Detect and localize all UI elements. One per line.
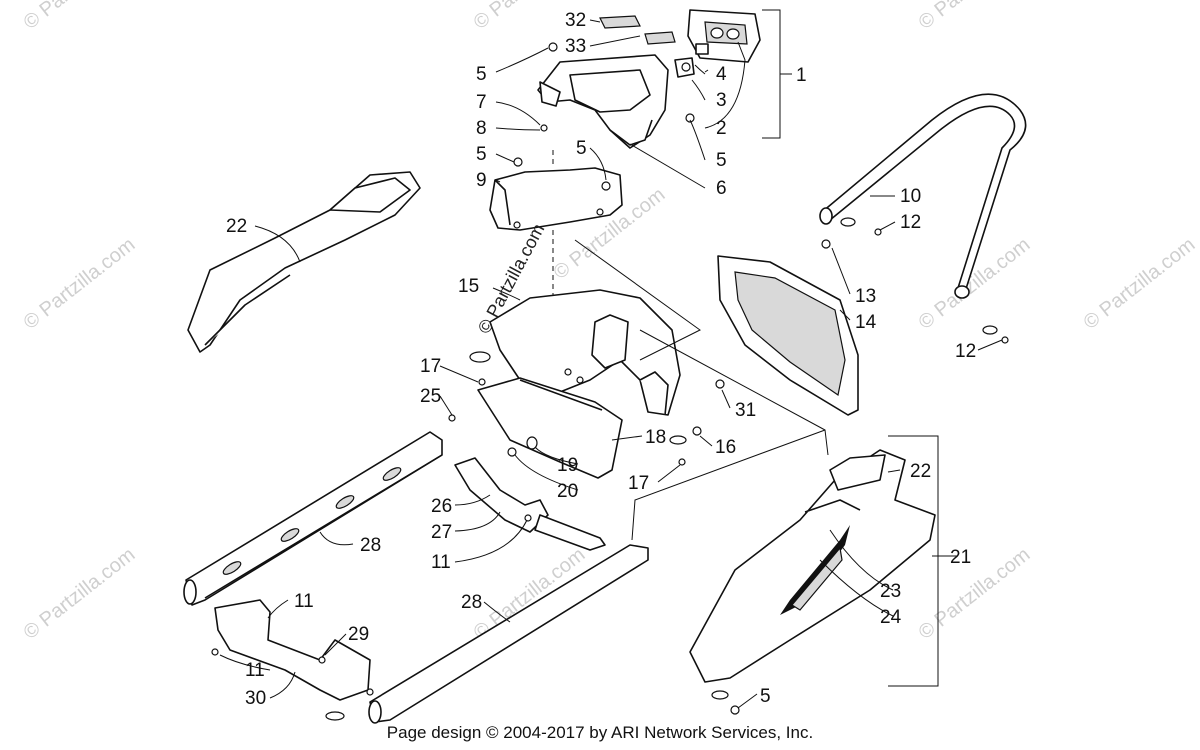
callout-22: 22 (910, 461, 931, 482)
callout-1: 1 (796, 65, 807, 86)
callout-33: 33 (565, 36, 586, 57)
reflector-pads (599, 15, 676, 45)
callout-11: 11 (431, 552, 451, 573)
callout-15: 15 (458, 276, 479, 297)
callout-5: 5 (476, 64, 487, 85)
callout-8: 8 (476, 118, 487, 139)
callout-5: 5 (576, 138, 587, 159)
watermark-text: © Partzilla.com (20, 234, 140, 334)
callout-28: 28 (360, 535, 381, 556)
callout-18: 18 (645, 427, 666, 448)
watermark-text: © Partzilla.com (915, 544, 1035, 644)
callout-2: 2 (716, 118, 727, 139)
grab-bar (819, 93, 1027, 299)
callout-5: 5 (476, 144, 487, 165)
callout-17: 17 (420, 356, 441, 377)
bracket-lower (214, 599, 371, 701)
watermark-text: © Partzilla.com (20, 544, 140, 644)
bracket-upper (454, 457, 606, 551)
callout-31: 31 (735, 400, 756, 421)
taillight-housing (537, 54, 669, 149)
callout-26: 26 (431, 496, 452, 517)
running-board-right (368, 544, 649, 724)
rear-side-shield (689, 449, 936, 683)
page-credit: Page design © 2004-2017 by ARI Network S… (387, 723, 813, 742)
callout-11: 11 (245, 660, 265, 681)
callout-6: 6 (716, 178, 727, 199)
callout-16: 16 (715, 437, 736, 458)
hardware-fasteners (211, 42, 1009, 721)
running-board-left (183, 431, 443, 606)
center-mount-plate (489, 167, 623, 231)
left-side-trim (187, 171, 421, 353)
callout-32: 32 (565, 10, 586, 31)
callout-20: 20 (557, 481, 578, 502)
callout-23: 23 (880, 581, 901, 602)
leader-lines (219, 19, 1003, 709)
callout-30: 30 (245, 688, 266, 709)
taillight-assembly (674, 9, 761, 78)
watermark-text: © Partzilla.com (20, 0, 140, 34)
callout-11: 11 (294, 591, 314, 612)
callout-12: 12 (955, 341, 976, 362)
bracket-1 (762, 9, 792, 139)
callout-24: 24 (880, 607, 902, 628)
callout-10: 10 (900, 186, 921, 207)
callout-4: 4 (716, 64, 727, 85)
callout-7: 7 (476, 92, 487, 113)
callout-5: 5 (716, 150, 727, 171)
callout-labels: 32 33 5 7 8 5 9 5 4 3 2 1 5 6 22 10 12 1… (226, 10, 976, 709)
callout-12: 12 (900, 212, 921, 233)
callout-3: 3 (716, 90, 727, 111)
callout-9: 9 (476, 170, 487, 191)
mud-flap (477, 377, 623, 479)
callout-5: 5 (760, 686, 771, 707)
callout-13: 13 (855, 286, 876, 307)
callout-27: 27 (431, 522, 452, 543)
callout-14: 14 (855, 312, 877, 333)
callout-28: 28 (461, 592, 482, 613)
right-side-panel (717, 255, 859, 416)
bracket-21 (888, 435, 944, 687)
callout-21: 21 (950, 547, 971, 568)
callout-17: 17 (628, 473, 649, 494)
callout-22: 22 (226, 216, 247, 237)
watermark-text: © Partzilla.com (1080, 234, 1200, 334)
callout-25: 25 (420, 386, 441, 407)
callout-29: 29 (348, 624, 369, 645)
watermark-text: © Partzilla.com (915, 0, 1035, 34)
callout-19: 19 (557, 455, 578, 476)
